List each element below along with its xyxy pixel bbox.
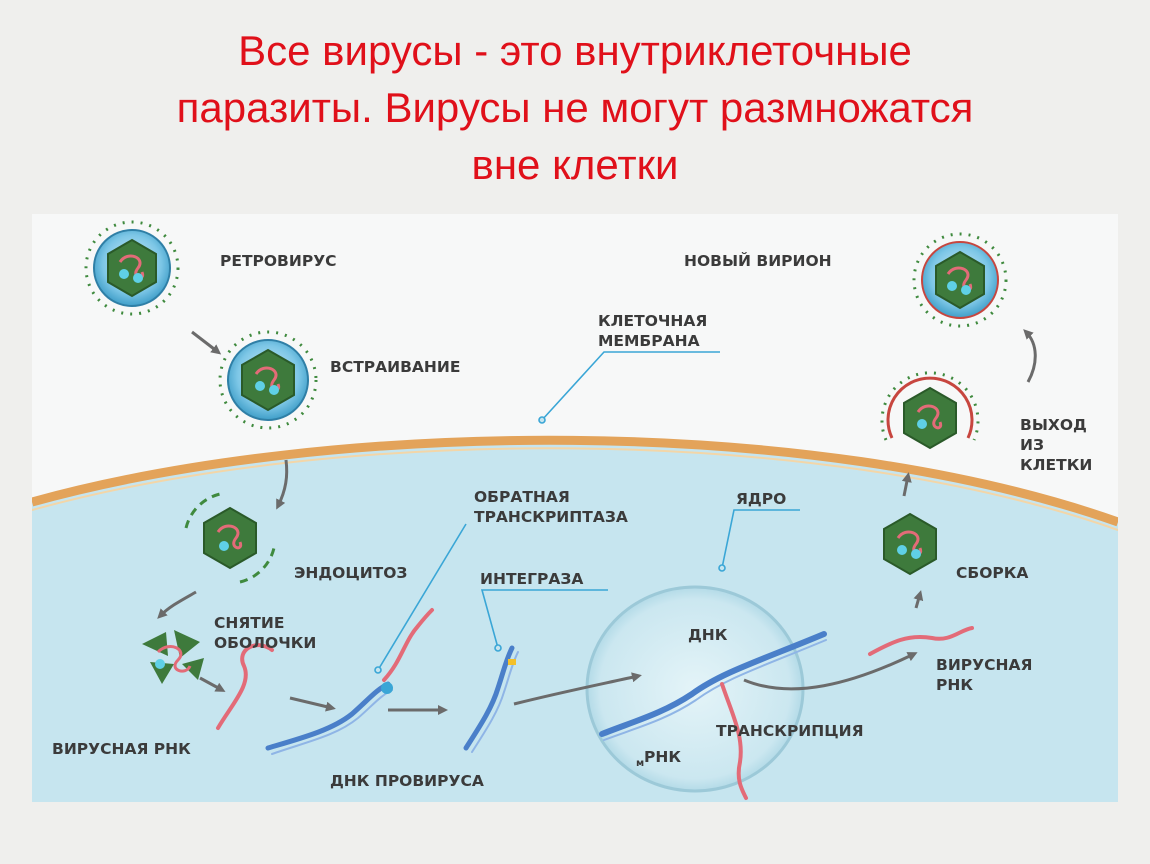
label-reverse-transcriptase-line-2: ТРАНСКРИПТАЗА xyxy=(474,508,628,526)
label-viral-rna-right-line-1: ВИРУСНАЯ xyxy=(936,656,1032,674)
label-provirus-dna: ДНК ПРОВИРУСА xyxy=(330,772,484,790)
label-mrna-prefix: м xyxy=(636,758,644,769)
viral-rna-strand-left xyxy=(216,643,274,730)
label-embedding: ВСТРАИВАНИЕ xyxy=(330,358,460,376)
retrovirus-particle xyxy=(84,220,180,316)
budding-virus xyxy=(880,371,980,450)
label-integrase: ИНТЕГРАЗА xyxy=(480,570,583,588)
label-exit-line-2: ИЗ xyxy=(1020,436,1044,454)
label-exit-line-3: КЛЕТКИ xyxy=(1020,456,1092,474)
title-line-2: паразиты. Вирусы не могут размножатся xyxy=(176,84,974,131)
provirus-dna-1 xyxy=(265,681,391,751)
label-new-virion: НОВЫЙ ВИРИОН xyxy=(684,251,832,270)
label-transcription: ТРАНСКРИПЦИЯ xyxy=(716,722,864,740)
endocytosis-capsid xyxy=(184,492,276,584)
embedding-virus-particle xyxy=(218,330,318,430)
label-membrane-line-1: КЛЕТОЧНАЯ xyxy=(598,312,707,330)
label-nucleus: ЯДРО xyxy=(736,490,786,508)
host-dna xyxy=(599,631,827,737)
cell-membrane xyxy=(32,435,1118,527)
label-exit-line-1: ВЫХОД xyxy=(1020,416,1087,434)
new-virion-particle xyxy=(912,232,1008,328)
flow-arrows xyxy=(157,329,1037,715)
label-reverse-transcriptase-line-1: ОБРАТНАЯ xyxy=(474,488,570,506)
label-retrovirus: РЕТРОВИРУС xyxy=(220,252,337,270)
slide-title: Все вирусы - это внутриклеточные паразит… xyxy=(0,22,1150,193)
rt-rna-strand xyxy=(382,608,434,682)
retrovirus-lifecycle-diagram: РЕТРОВИРУС НОВЫЙ ВИРИОН КЛЕТОЧНАЯ МЕМБРА… xyxy=(32,214,1118,802)
label-mrna: РНК xyxy=(644,748,681,766)
transcribed-rna xyxy=(720,682,748,800)
title-line-1: Все вирусы - это внутриклеточные xyxy=(238,27,912,74)
title-line-3: вне клетки xyxy=(471,141,679,188)
label-uncoating-line-1: СНЯТИЕ xyxy=(214,614,284,632)
provirus-dna-2 xyxy=(463,645,515,751)
label-endocytosis: ЭНДОЦИТОЗ xyxy=(294,564,407,582)
viral-rna-strand-right xyxy=(868,626,974,656)
label-membrane-line-2: МЕМБРАНА xyxy=(598,332,700,350)
label-uncoating-line-2: ОБОЛОЧКИ xyxy=(214,634,316,652)
assembly-capsid xyxy=(883,512,937,576)
reverse-transcriptase-dot xyxy=(381,682,393,694)
label-assembly: СБОРКА xyxy=(956,564,1028,582)
pointer-lines xyxy=(374,351,800,674)
label-viral-rna-left: ВИРУСНАЯ РНК xyxy=(52,740,191,758)
uncoating-fragments xyxy=(142,630,204,684)
cytoplasm xyxy=(32,440,1118,802)
diagram-canvas: РЕТРОВИРУС НОВЫЙ ВИРИОН КЛЕТОЧНАЯ МЕМБРА… xyxy=(32,220,1118,802)
label-viral-rna-right-line-2: РНК xyxy=(936,676,973,694)
label-dna: ДНК xyxy=(688,626,728,644)
